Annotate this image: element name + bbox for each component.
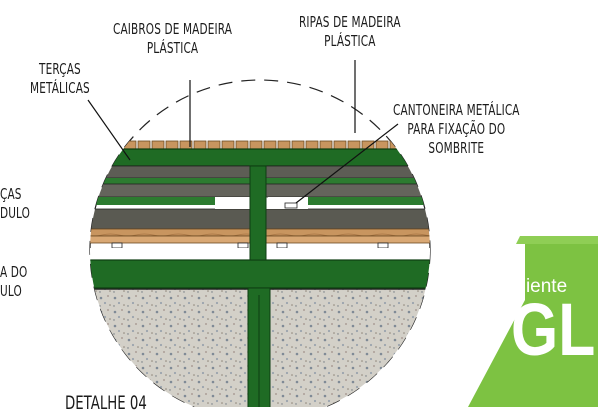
- ripa-slat: [151, 140, 165, 150]
- green-beam-top: [90, 148, 430, 167]
- green-beam-lower: [90, 259, 430, 289]
- label-left-cut-1: ÇAS DULO: [0, 185, 31, 222]
- ripa-slat: [263, 140, 277, 150]
- ripa-slat: [305, 140, 319, 150]
- ripa-slat: [347, 140, 361, 150]
- green-column-upper: [249, 165, 267, 261]
- ripa-slat: [235, 140, 249, 150]
- label-ripas: RIPAS DE MADEIRA PLÁSTICA: [299, 13, 401, 50]
- badge-small-text: Cliente: [508, 276, 568, 297]
- ripa-slat: [319, 140, 333, 150]
- badge-big-text: GL: [511, 288, 596, 371]
- green-strip-2: [90, 197, 215, 205]
- ripa-slat: [375, 140, 389, 150]
- ripa-slat: [291, 140, 305, 150]
- ripa-slat: [207, 140, 221, 150]
- green-strip-3: [308, 197, 430, 205]
- leader-tercas: [87, 99, 131, 161]
- ripas-slats: [90, 140, 430, 150]
- ripa-slat: [137, 140, 151, 150]
- ripa-slat: [193, 140, 207, 150]
- leader-cantoneira: [295, 123, 399, 204]
- ripa-slat: [249, 140, 263, 150]
- ripa-slat: [333, 140, 347, 150]
- label-tercas: TERÇAS METÁLICAS: [30, 60, 90, 97]
- gap-white-1: [215, 197, 255, 205]
- detail-title: DETALHE 04: [65, 392, 147, 414]
- ripa-slat: [165, 140, 179, 150]
- ripa-slat: [95, 140, 109, 150]
- gap-white-2: [268, 197, 308, 205]
- cantoneira-angle: [284, 202, 298, 209]
- ripa-slat: [221, 140, 235, 150]
- label-cantoneira: CANTONEIRA METÁLICA PARA FIXAÇÃO DO SOMB…: [393, 101, 520, 157]
- ripa-slat: [277, 140, 291, 150]
- label-caibros: CAIBROS DE MADEIRA PLÁSTICA: [113, 20, 233, 57]
- ripa-slat: [90, 140, 95, 150]
- label-left-cut-2: A DO ULO: [0, 263, 28, 300]
